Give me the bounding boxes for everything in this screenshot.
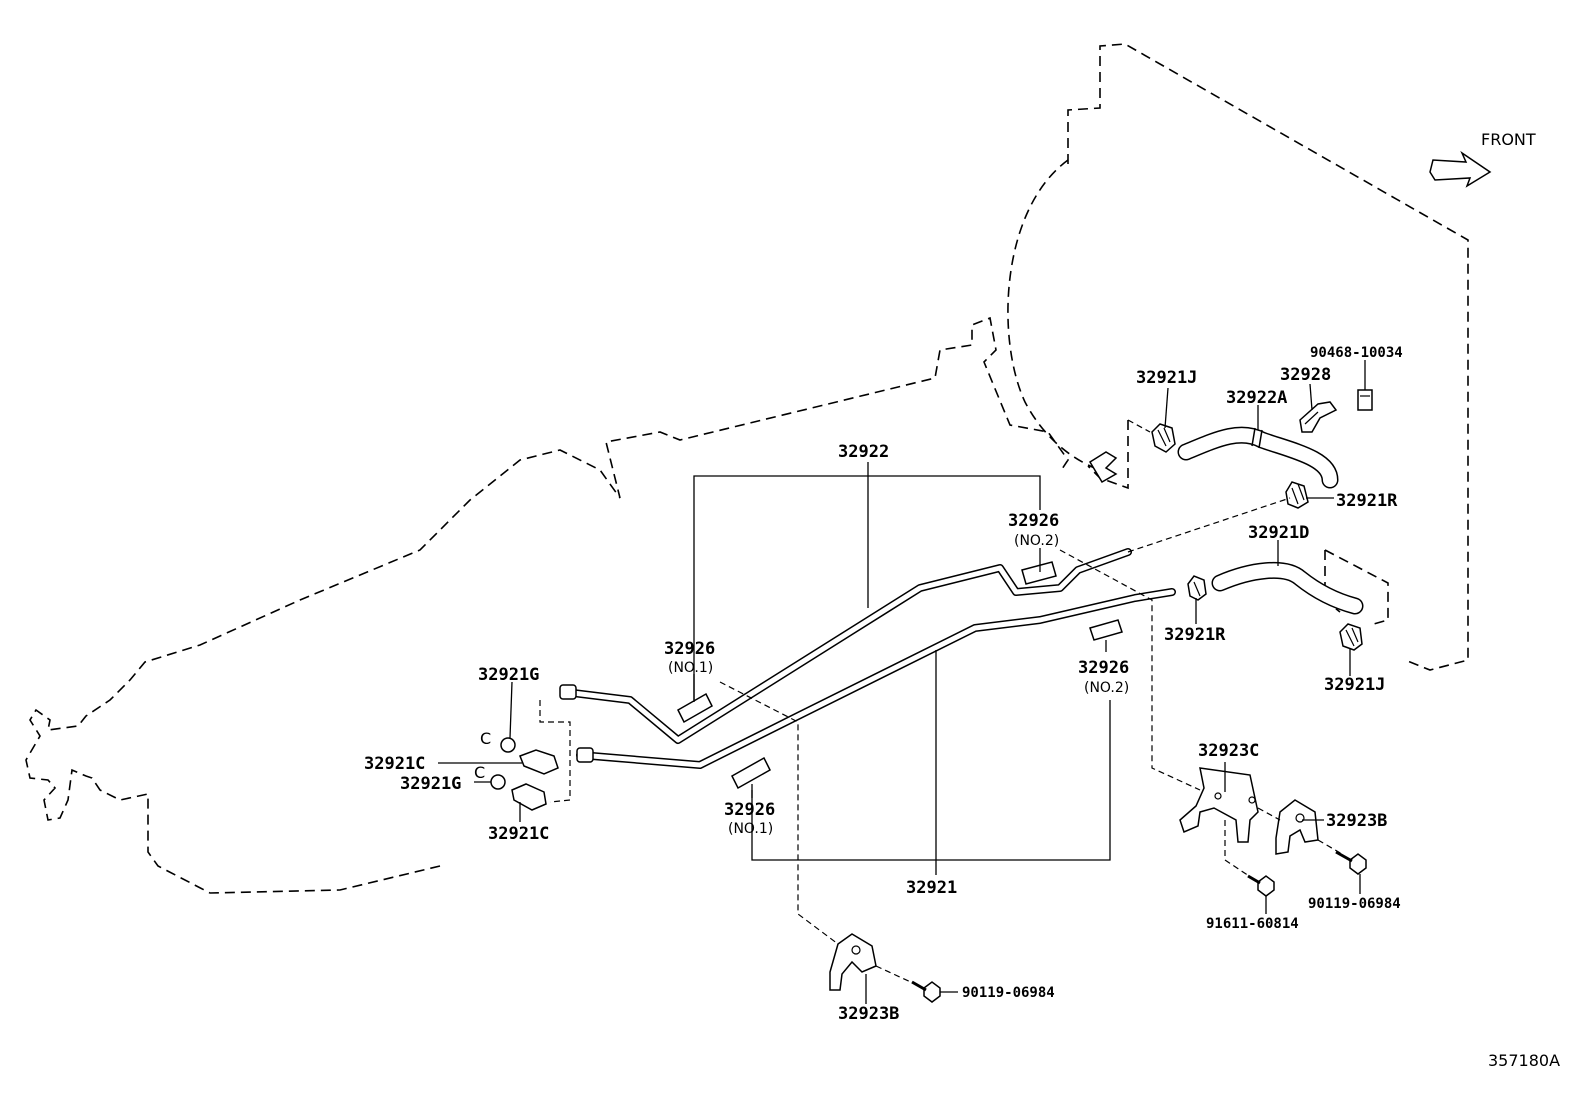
label-32928: 32928 bbox=[1280, 365, 1331, 385]
clamp-32921R-lower-icon bbox=[1187, 575, 1207, 601]
label-32926-no1-lower-sub: (NO.1) bbox=[728, 821, 773, 837]
front-label: FRONT bbox=[1481, 130, 1536, 149]
dashed-bracket-bolt-91611 bbox=[1224, 820, 1253, 879]
bolt-90119-right-icon bbox=[1335, 850, 1367, 875]
transmission-outline bbox=[25, 316, 1069, 894]
hose-32922A bbox=[1177, 426, 1339, 489]
label-32921J-lower: 32921J bbox=[1324, 675, 1385, 695]
flare-nut-lower bbox=[576, 747, 594, 763]
bolt-91611-icon bbox=[1247, 874, 1275, 897]
label-32923C: 32923C bbox=[1198, 741, 1259, 761]
label-32921R-lower: 32921R bbox=[1164, 625, 1226, 645]
label-32926-no1-upper-sub: (NO.1) bbox=[668, 660, 713, 676]
label-32926-no1-lower: 32926 bbox=[724, 800, 775, 820]
label-90119-06984-right: 90119-06984 bbox=[1308, 896, 1401, 912]
clamp-32921J-upper-icon bbox=[1151, 423, 1176, 453]
oring-32921G-upper-icon bbox=[500, 737, 516, 753]
clamp-32921J-lower-icon bbox=[1339, 623, 1363, 651]
label-32926-no2-upper-sub: (NO.2) bbox=[1014, 533, 1059, 549]
leader-32921 bbox=[751, 650, 1111, 875]
label-90119-06984-bottom: 90119-06984 bbox=[962, 985, 1055, 1001]
label-32921C-upper: 32921C bbox=[364, 754, 425, 774]
label-32921G-lower: 32921G bbox=[400, 774, 461, 794]
dashed-pipe-to-radiator bbox=[1127, 497, 1291, 553]
dashed-bracket-clamp bbox=[1257, 807, 1281, 821]
c-mark-lower: C bbox=[474, 763, 485, 782]
dashed-grommet-no1-bracket bbox=[719, 681, 839, 945]
leader-32928 bbox=[1309, 383, 1313, 411]
radiator-lower-connector bbox=[1087, 420, 1129, 490]
grommet-32926-no1-upper-icon bbox=[677, 692, 713, 724]
radiator-connector-lower-left bbox=[1324, 549, 1389, 626]
clip-32928-icon bbox=[1299, 401, 1338, 433]
grommet-32926-no1-lower-icon bbox=[731, 756, 771, 790]
front-arrow-icon bbox=[1429, 150, 1492, 188]
label-32926-no1-upper: 32926 bbox=[664, 639, 715, 659]
union-connection-dashed bbox=[539, 700, 571, 803]
radiator-outline bbox=[1067, 43, 1469, 671]
bracket-32923C-icon bbox=[1179, 767, 1259, 843]
clamp-32921R-upper-icon bbox=[1285, 481, 1309, 509]
grommet-32926-no2-lower-icon bbox=[1089, 619, 1123, 641]
label-32921G-upper: 32921G bbox=[478, 665, 539, 685]
clamp-32923B-right-icon bbox=[1275, 799, 1319, 855]
hose-32921D bbox=[1211, 561, 1364, 615]
label-32921C-lower: 32921C bbox=[488, 824, 549, 844]
label-91611-60814: 91611-60814 bbox=[1206, 916, 1299, 932]
grommet-32926-no2-upper-icon bbox=[1021, 561, 1057, 585]
leader-32921J-upper bbox=[1164, 387, 1169, 429]
label-32926-no2-lower-sub: (NO.2) bbox=[1084, 680, 1129, 696]
label-32923B-bottom: 32923B bbox=[838, 1004, 899, 1024]
union-32921C-lower-icon bbox=[511, 783, 547, 811]
label-32926-no2-lower: 32926 bbox=[1078, 658, 1129, 678]
label-32921D: 32921D bbox=[1248, 523, 1309, 543]
dashed-clamp-bolt-right bbox=[1317, 839, 1343, 855]
oring-32921G-lower-icon bbox=[490, 774, 506, 790]
dashed-clamp-bolt-bottom bbox=[875, 965, 916, 985]
label-32921J-upper: 32921J bbox=[1136, 368, 1197, 388]
dashed-hose-clamp-upper bbox=[1127, 419, 1151, 433]
c-mark-upper: C bbox=[480, 729, 491, 748]
label-32922: 32922 bbox=[838, 442, 889, 462]
dashed-grommet-no2-bracket bbox=[1059, 549, 1201, 791]
leader-32921G-upper bbox=[509, 681, 513, 739]
bolt-90119-bottom-icon bbox=[911, 980, 941, 1003]
flare-nut-upper bbox=[559, 684, 577, 700]
pipe-32921 bbox=[576, 588, 1176, 769]
clamp-32923B-bottom-icon bbox=[829, 933, 877, 991]
label-32922A: 32922A bbox=[1226, 388, 1287, 408]
label-32921R-upper: 32921R bbox=[1336, 491, 1398, 511]
leader-32922 bbox=[693, 462, 1041, 700]
converter-housing-outline bbox=[1007, 159, 1106, 473]
pipe-32922 bbox=[561, 548, 1132, 744]
union-32921C-upper-icon bbox=[519, 749, 559, 775]
label-32923B-right: 32923B bbox=[1326, 811, 1387, 831]
clip-nut-90468-icon bbox=[1357, 389, 1373, 411]
housing-connector-icon bbox=[1088, 451, 1118, 484]
label-90468-10034: 90468-10034 bbox=[1310, 345, 1403, 361]
label-32926-no2-upper: 32926 bbox=[1008, 511, 1059, 531]
drawing-number: 357180A bbox=[1488, 1051, 1560, 1070]
label-32921: 32921 bbox=[906, 878, 957, 898]
